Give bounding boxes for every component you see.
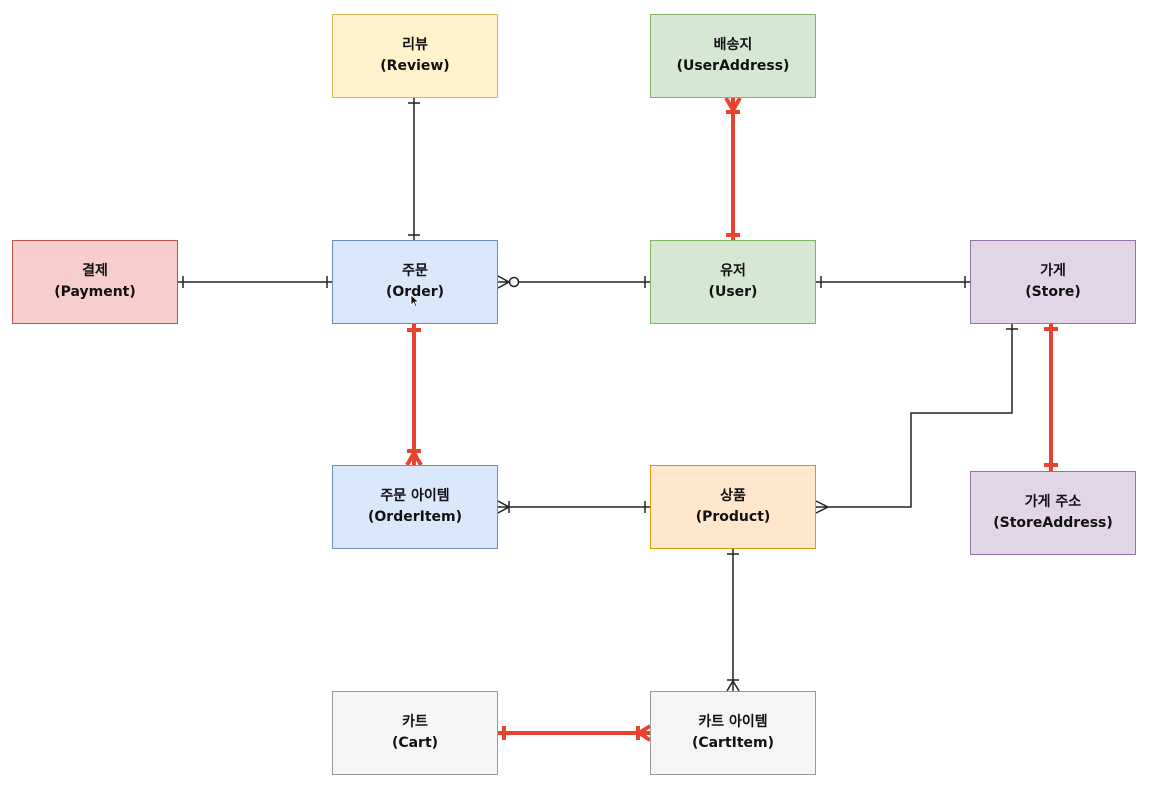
edge-review-order[interactable] [408, 98, 420, 240]
edge-store-storeaddress[interactable] [1044, 324, 1058, 471]
entity-product-english-label: (Product) [695, 509, 771, 525]
entity-cart-item[interactable]: 카트 아이템 (CartItem) [650, 691, 816, 775]
entity-order-item-english-label: (OrderItem) [367, 509, 462, 525]
entity-store-address-korean-label: 가게 주소 [1024, 494, 1082, 510]
entity-store-korean-label: 가게 [1040, 263, 1066, 279]
entity-payment-korean-label: 결제 [82, 263, 108, 279]
entity-cart-english-label: (Cart) [391, 735, 439, 751]
entity-product[interactable]: 상품 (Product) [650, 465, 816, 549]
entity-order-english-label: (Order) [385, 284, 445, 300]
entity-payment-english-label: (Payment) [54, 284, 136, 300]
edge-cart-cartitem[interactable] [498, 724, 652, 742]
entity-review[interactable]: 리뷰 (Review) [332, 14, 498, 98]
entity-user-korean-label: 유저 [720, 263, 746, 279]
edge-product-cartitem[interactable] [726, 549, 740, 692]
entity-store-english-label: (Store) [1025, 284, 1081, 300]
entity-user[interactable]: 유저 (User) [650, 240, 816, 324]
entity-order[interactable]: 주문 (Order) [332, 240, 498, 324]
entity-store-address[interactable]: 가게 주소 (StoreAddress) [970, 471, 1136, 555]
edge-useraddress-user[interactable] [724, 96, 742, 240]
entity-product-korean-label: 상품 [720, 488, 746, 504]
entity-user-address-english-label: (UserAddress) [676, 58, 790, 74]
edge-orderitem-product[interactable] [497, 500, 650, 514]
entity-store-address-english-label: (StoreAddress) [993, 515, 1113, 531]
entity-cart-korean-label: 카트 [402, 714, 428, 730]
edge-payment-order[interactable] [178, 276, 332, 288]
entity-order-korean-label: 주문 [402, 263, 428, 279]
entity-cart-item-english-label: (CartItem) [691, 735, 775, 751]
entity-store[interactable]: 가게 (Store) [970, 240, 1136, 324]
entity-review-english-label: (Review) [380, 58, 450, 74]
entity-order-item-korean-label: 주문 아이템 [380, 488, 450, 504]
entity-user-address[interactable]: 배송지 (UserAddress) [650, 14, 816, 98]
edge-product-store[interactable] [815, 324, 1018, 514]
edge-user-store[interactable] [816, 276, 970, 288]
edge-order-user[interactable] [497, 275, 650, 289]
entity-cart[interactable]: 카트 (Cart) [332, 691, 498, 775]
entity-order-item[interactable]: 주문 아이템 (OrderItem) [332, 465, 498, 549]
entity-cart-item-korean-label: 카트 아이템 [698, 714, 768, 730]
entity-user-address-korean-label: 배송지 [713, 37, 753, 53]
edge-order-orderitem[interactable] [405, 324, 423, 467]
entity-payment[interactable]: 결제 (Payment) [12, 240, 178, 324]
entity-user-english-label: (User) [708, 284, 758, 300]
mouse-cursor-icon [410, 294, 420, 308]
entity-review-korean-label: 리뷰 [402, 37, 428, 53]
